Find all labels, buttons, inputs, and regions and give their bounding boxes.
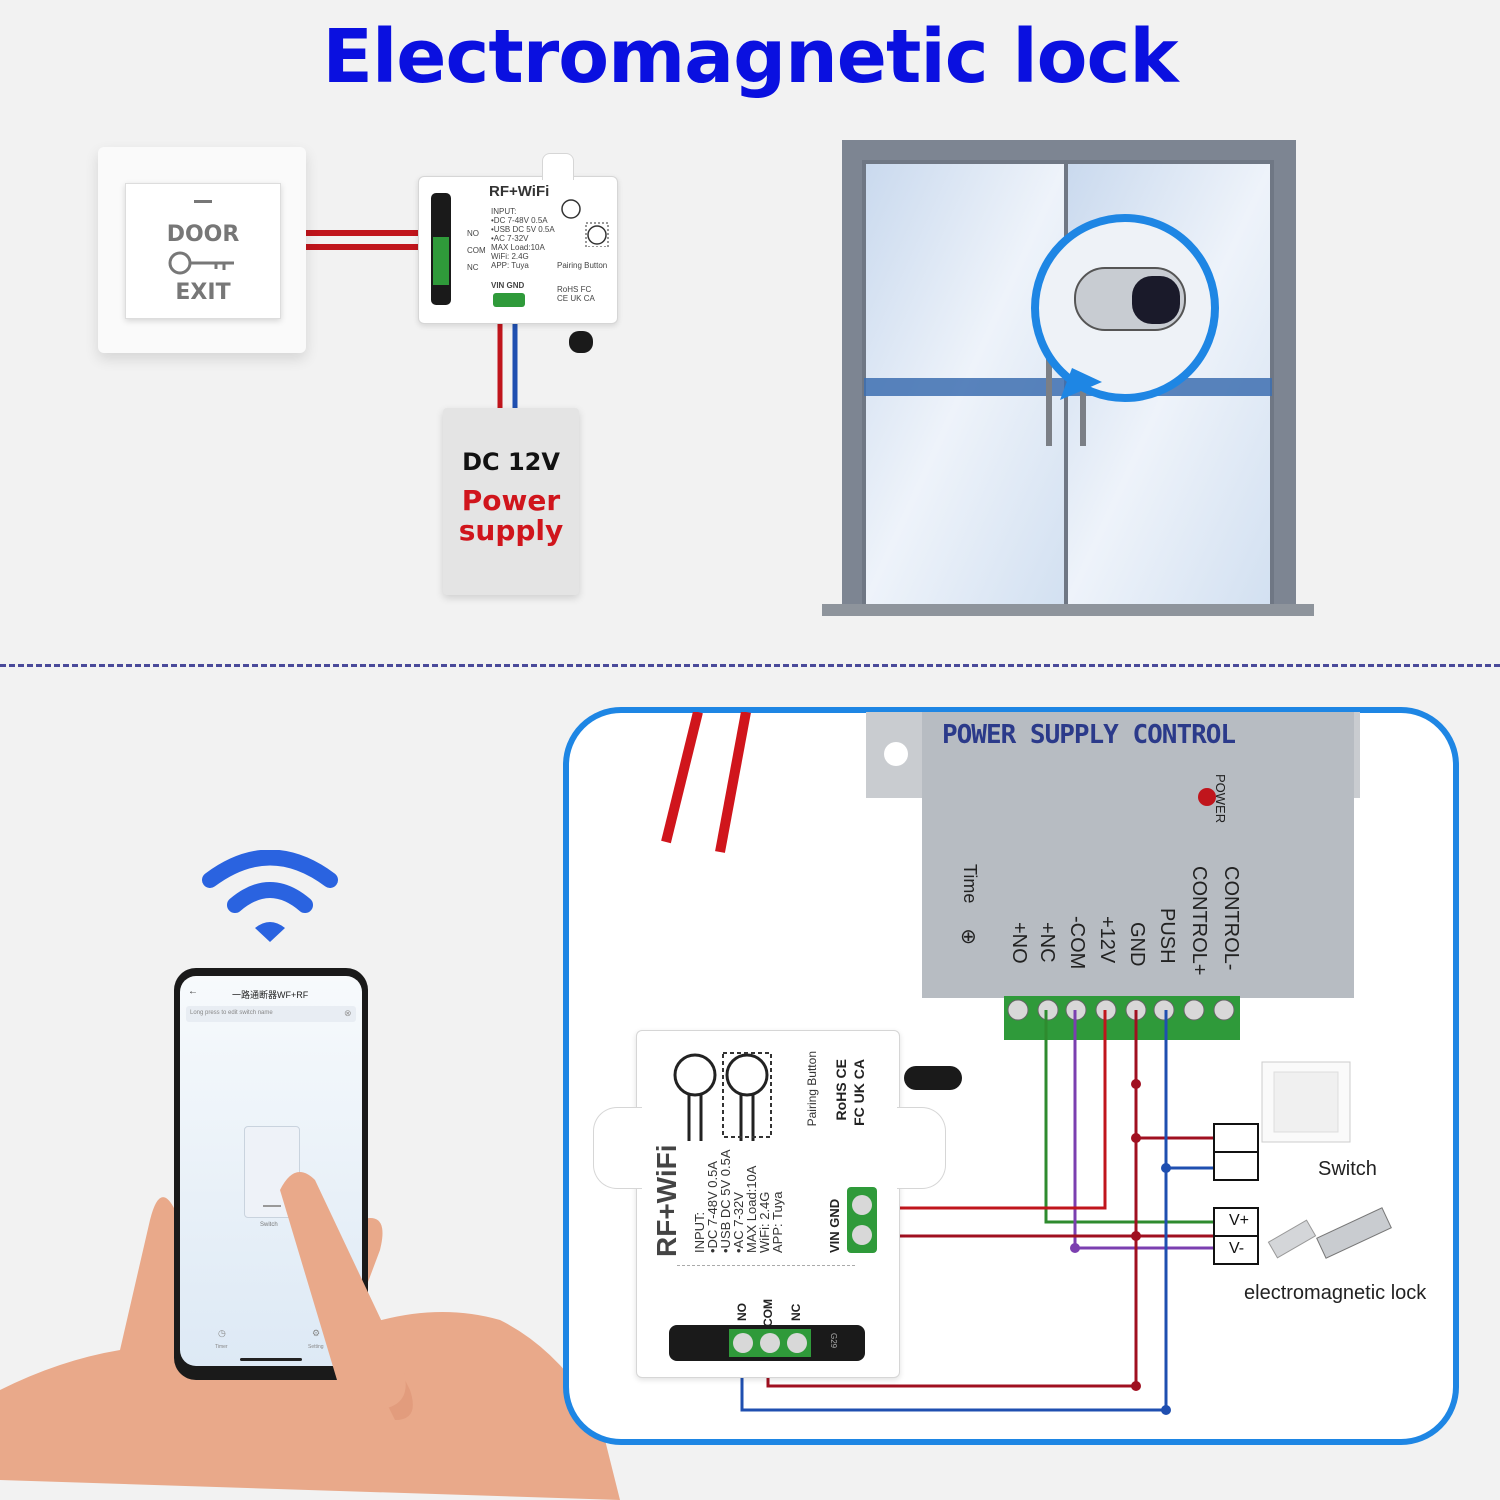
tab-setting[interactable]: Setting xyxy=(308,1344,324,1350)
pcb-strip: G29 xyxy=(669,1325,865,1361)
close-icon[interactable]: ⊗ xyxy=(344,1008,352,1018)
finger-illustration xyxy=(280,1172,406,1410)
pairing-button-icon xyxy=(561,199,609,247)
power-terminal xyxy=(493,293,525,307)
pcb-strip xyxy=(431,193,451,305)
power-labels: VIN GND xyxy=(827,1198,842,1253)
psu-voltage: DC 12V xyxy=(462,448,560,476)
wifi-icon xyxy=(202,850,338,942)
lock-caption: electromagnetic lock xyxy=(1244,1282,1427,1304)
exit-button-line1: DOOR xyxy=(166,222,240,247)
terminal-com-label: COM xyxy=(761,1299,775,1327)
module-specs: INPUT: •DC 7-48V 0.5A •USB DC 5V 0.5A •A… xyxy=(692,1149,785,1253)
wire-12v xyxy=(864,1010,1107,1210)
switch-label: Switch xyxy=(260,1222,278,1228)
power-supply: DC 12V Power supply xyxy=(443,408,579,595)
key-icon xyxy=(168,251,234,275)
pairing-button-icon xyxy=(673,1052,772,1141)
timer-icon[interactable]: ◷ xyxy=(218,1328,226,1338)
mount-tab-top xyxy=(542,153,574,180)
phone-header: 一路通断器WF+RF xyxy=(232,990,309,1000)
pairing-label: Pairing Button xyxy=(557,261,608,270)
tab-timer[interactable]: Timer xyxy=(215,1344,228,1350)
terminal-no-label: NO xyxy=(735,1303,749,1321)
back-arrow-icon[interactable]: ← xyxy=(188,986,198,997)
vplus-label: V+ xyxy=(1229,1212,1250,1229)
antenna xyxy=(569,331,593,353)
antenna xyxy=(904,1066,962,1090)
gear-icon[interactable]: ⚙ xyxy=(312,1328,321,1338)
hint-text: Long press to edit switch name xyxy=(190,1010,273,1016)
terminal-block xyxy=(433,237,449,285)
rf-wifi-module-bottom: Pairing Button RoHS CE FC UK CA RF+WiFi … xyxy=(593,1030,946,1378)
pcb-code: G29 xyxy=(829,1333,838,1349)
time-adjust-icon[interactable]: ⊕ xyxy=(960,926,977,948)
psc-title: POWER SUPPLY CONTROL xyxy=(942,720,1236,750)
wire-com-lock xyxy=(1073,1010,1214,1250)
vminus-label: V- xyxy=(1229,1240,1245,1257)
power-led xyxy=(1198,788,1216,806)
door-exit-button: DOOR EXIT xyxy=(98,147,306,353)
power-supply-control: POWER SUPPLY CONTROL POWER Time ⊕ xyxy=(922,712,1354,998)
module-title: RF+WiFi xyxy=(651,1144,682,1257)
input-wires xyxy=(661,712,751,853)
cert-marks-2: FC UK CA xyxy=(851,1059,867,1126)
home-indicator xyxy=(240,1358,302,1361)
section-divider xyxy=(0,664,1500,667)
mount-tab-left xyxy=(593,1107,642,1189)
cert-marks: RoHS FC CE UK CA xyxy=(557,285,595,303)
maglock-body xyxy=(1316,1207,1392,1259)
module-specs: INPUT: •DC 7-48V 0.5A •USB DC 5V 0.5A •A… xyxy=(491,207,555,270)
cert-marks: RoHS CE xyxy=(833,1059,849,1121)
page-title: Electromagnetic lock xyxy=(322,14,1178,100)
rf-wifi-module-top: NO COM NC RF+WiFi INPUT: •DC 7-48V 0.5A … xyxy=(418,153,618,353)
maglock-plate xyxy=(1267,1219,1317,1259)
power-labels: VIN GND xyxy=(491,281,525,290)
module-separator xyxy=(677,1265,855,1266)
power-terminal xyxy=(847,1187,877,1253)
switch-caption: Switch xyxy=(1318,1158,1377,1180)
glass-door-illustration xyxy=(822,140,1314,616)
exit-button-line2: EXIT xyxy=(175,280,231,305)
terminal-nc-label: NC xyxy=(789,1303,803,1321)
module-title: RF+WiFi xyxy=(489,183,550,200)
exit-indicator xyxy=(194,200,212,203)
psu-label: Power supply xyxy=(458,484,564,547)
relay-terminal-block xyxy=(729,1329,811,1357)
wire-nc xyxy=(1044,1010,1214,1224)
name-hint-bar[interactable]: Long press to edit switch name ⊗ xyxy=(186,1006,356,1022)
pairing-label: Pairing Button xyxy=(805,1051,819,1127)
mount-tab-right xyxy=(897,1107,946,1189)
